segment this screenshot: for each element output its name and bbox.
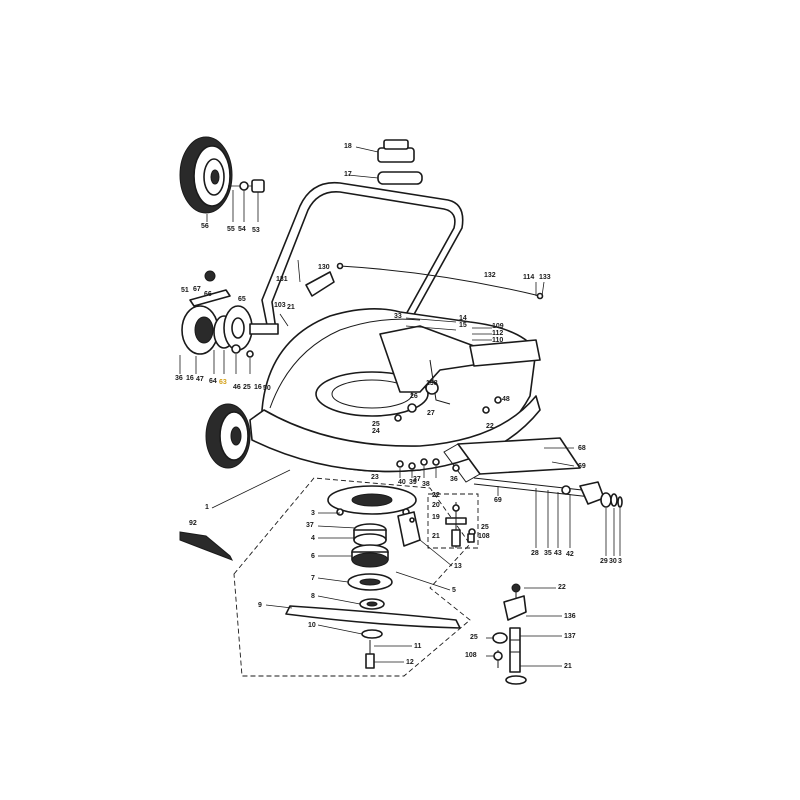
- callout-103: 103: [274, 302, 286, 309]
- callout-64: 64: [209, 378, 217, 385]
- callout-130: 130: [318, 264, 330, 271]
- callout-43: 43: [554, 550, 562, 557]
- rear-flap: [443, 437, 581, 483]
- callout-38: 38: [422, 481, 430, 488]
- callout-7: 7: [311, 575, 315, 582]
- callout-110: 110: [492, 337, 504, 344]
- callout-25c: 25: [481, 524, 489, 531]
- callout-21: 21: [287, 304, 295, 311]
- callout-10: 10: [308, 622, 316, 629]
- loose-blade-92: [179, 531, 234, 561]
- callout-26: 26: [410, 393, 418, 400]
- callout-21c: 21: [564, 663, 572, 670]
- callout-66: 66: [204, 291, 212, 298]
- callout-114: 114: [523, 274, 535, 281]
- height-adjust-assembly: [179, 270, 279, 374]
- callout-11: 11: [414, 643, 422, 650]
- callout-54: 54: [238, 226, 246, 233]
- callout-37b: 37: [306, 522, 314, 529]
- callout-19: 19: [432, 514, 440, 521]
- callout-63-highlighted: 63: [219, 379, 227, 386]
- callout-53: 53: [252, 227, 260, 234]
- callout-132: 132: [484, 272, 496, 279]
- callout-9: 9: [258, 602, 262, 609]
- callout-56: 56: [201, 223, 209, 230]
- deck-hardware: [396, 458, 460, 478]
- callout-36: 36: [175, 375, 183, 382]
- callout-3b: 3: [618, 558, 622, 565]
- callout-67: 67: [193, 286, 201, 293]
- callout-69b: 69: [494, 497, 502, 504]
- callout-131: 131: [276, 276, 288, 283]
- callout-22: 22: [486, 423, 494, 430]
- rear-wheel-56: [179, 136, 265, 222]
- callout-22c: 22: [558, 584, 566, 591]
- callout-24: 24: [372, 428, 380, 435]
- callout-25: 25: [243, 384, 251, 391]
- callout-14: 14: [459, 315, 467, 322]
- callout-108: 108: [478, 533, 490, 540]
- callout-137: 137: [564, 633, 576, 640]
- callout-40: 40: [398, 479, 406, 486]
- callout-30: 30: [609, 558, 617, 565]
- callout-46: 46: [233, 384, 241, 391]
- front-wheel: [205, 403, 251, 469]
- callout-21b: 21: [432, 533, 440, 540]
- callout-36b: 36: [450, 476, 458, 483]
- callout-27: 27: [427, 410, 435, 417]
- inset-clip-assembly: [427, 493, 479, 549]
- callout-17: 17: [344, 171, 352, 178]
- callout-48: 48: [502, 396, 510, 403]
- callout-23: 23: [371, 474, 379, 481]
- callout-69: 69: [578, 463, 586, 470]
- callout-16b: 16: [254, 384, 262, 391]
- callout-16: 16: [186, 375, 194, 382]
- callout-13: 13: [454, 563, 462, 570]
- side-bracket-detail: [486, 583, 562, 685]
- callout-6: 6: [311, 553, 315, 560]
- callout-25b: 25: [372, 421, 380, 428]
- callout-1: 1: [205, 504, 209, 511]
- callout-39: 39: [409, 479, 417, 486]
- callout-92: 92: [189, 520, 197, 527]
- callout-12: 12: [406, 659, 414, 666]
- callout-109: 109: [492, 323, 504, 330]
- callout-29: 29: [600, 558, 608, 565]
- callout-28: 28: [531, 550, 539, 557]
- callout-4: 4: [311, 535, 315, 542]
- callout-47: 47: [196, 376, 204, 383]
- callout-51: 51: [181, 287, 189, 294]
- callout-3: 3: [311, 510, 315, 517]
- callout-22b: 22: [432, 492, 440, 499]
- callout-18: 18: [344, 143, 352, 150]
- rear-axle: [473, 477, 623, 556]
- blade-assembly: [285, 485, 461, 669]
- callout-136: 136: [564, 613, 576, 620]
- callout-65: 65: [238, 296, 246, 303]
- callout-8: 8: [311, 593, 315, 600]
- callout-55: 55: [227, 226, 235, 233]
- callout-133: 133: [539, 274, 551, 281]
- callout-20: 20: [432, 502, 440, 509]
- callout-5: 5: [452, 587, 456, 594]
- callout-35: 35: [544, 550, 552, 557]
- callout-25d: 25: [470, 634, 478, 641]
- callout-42: 42: [566, 551, 574, 558]
- blade-leaders: [265, 512, 453, 663]
- control-lever-assembly: [347, 139, 423, 185]
- callout-33: 33: [394, 313, 402, 320]
- callout-15: 15: [459, 322, 467, 329]
- callout-68: 68: [578, 445, 586, 452]
- callout-112: 112: [492, 330, 504, 337]
- callout-138: 138: [426, 380, 438, 387]
- callout-108b: 108: [465, 652, 477, 659]
- callout-50: 50: [263, 385, 271, 392]
- deck-leaders: [279, 259, 545, 341]
- callout-37: 37: [413, 476, 421, 483]
